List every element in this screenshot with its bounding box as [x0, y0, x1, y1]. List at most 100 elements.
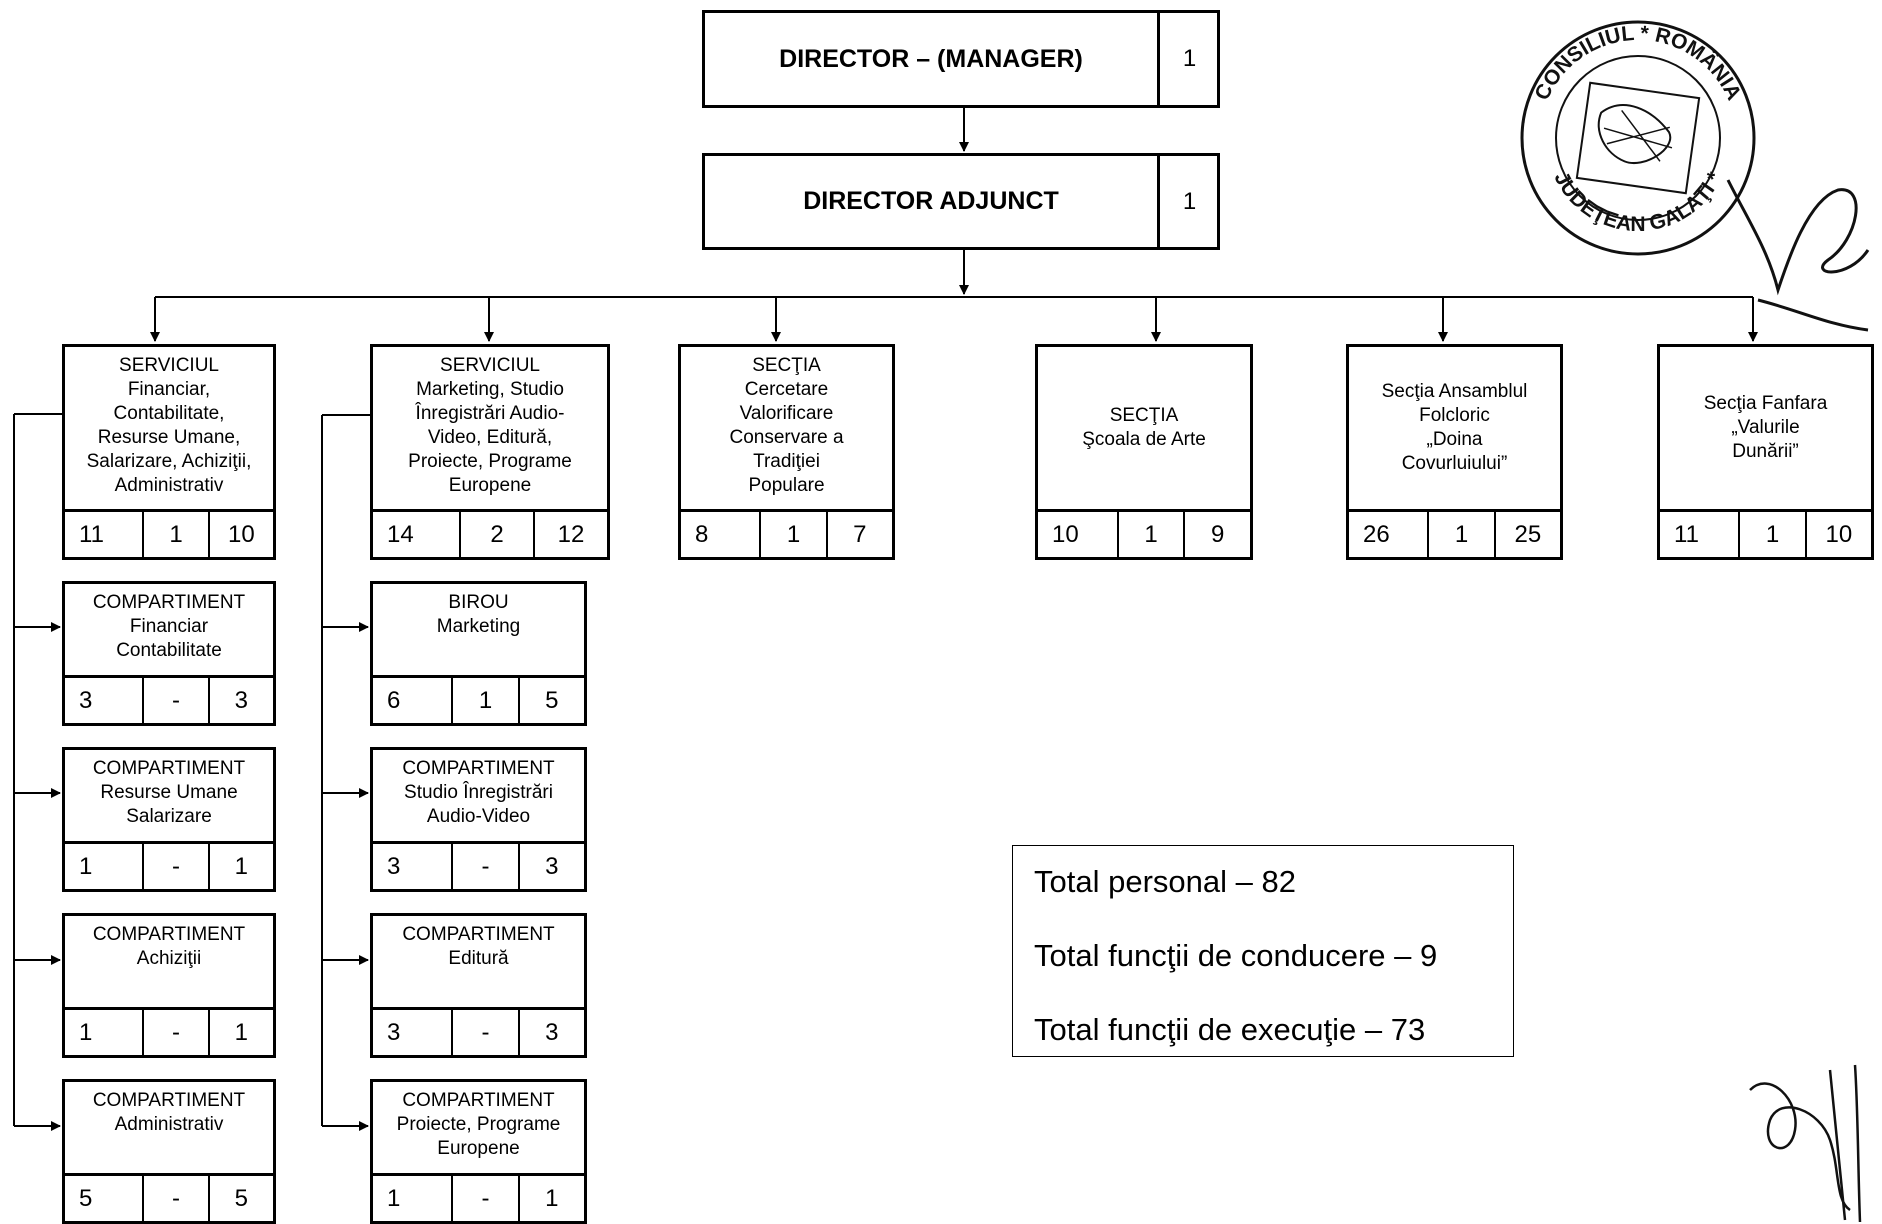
unit-title-line: Înregistrări Audio-: [415, 403, 565, 424]
count-leadership: -: [451, 1010, 517, 1055]
unit-counts: 1-1: [373, 1176, 584, 1221]
count-execution: 10: [1804, 512, 1871, 557]
totals-box: Total personal – 82 Total funcţii de con…: [1012, 845, 1514, 1057]
signature-bottom: [1749, 1064, 1862, 1223]
count-total: 11: [79, 520, 104, 548]
count-total: 1: [79, 1018, 93, 1046]
unit-counts: 3-3: [373, 1010, 584, 1055]
count-leadership: -: [142, 844, 207, 889]
unit-title-line: Financiar,: [127, 379, 211, 400]
count-leadership: -: [451, 844, 517, 889]
official-seal-stamp: CONSILIUL * ROMÂNIA JUDEŢEAN GALAŢI *: [1520, 20, 1756, 256]
count-execution: 7: [825, 512, 892, 557]
unit-title-line: BIROU: [448, 592, 509, 613]
count-leadership: 1: [142, 512, 207, 557]
unit-title-line: Achiziţii: [136, 948, 202, 969]
unit-title-line: Contabilitate: [116, 640, 222, 661]
count-execution: 9: [1183, 512, 1250, 557]
unit-title-line: Dunării”: [1732, 441, 1799, 462]
unit-title-line: Cercetare: [744, 379, 829, 400]
director-count: 1: [1182, 45, 1197, 72]
unit-title-line: COMPARTIMENT: [402, 1090, 555, 1111]
unit-serviciul-financiar: SERVICIUL Financiar, Contabilitate, Resurse…: [62, 344, 276, 560]
count-leadership: 1: [759, 512, 825, 557]
unit-title-line: Contabilitate,: [113, 403, 225, 424]
count-leadership: 1: [1116, 512, 1184, 557]
total-executie: Total funcţii de execuţie – 73: [1034, 1012, 1426, 1047]
unit-title-line: Video, Editură,: [427, 427, 553, 448]
unit-title: BIROU Marketing: [373, 584, 584, 678]
unit-title-line: Secţia Ansamblul: [1381, 381, 1528, 402]
count-execution: 3: [517, 844, 584, 889]
unit-title-line: Resurse Umane: [100, 782, 238, 803]
count-total: 11: [1674, 520, 1699, 548]
unit-title-line: COMPARTIMENT: [402, 924, 555, 945]
count-total: 3: [387, 852, 401, 880]
unit-title-line: SECŢIA: [752, 355, 821, 376]
unit-title-line: COMPARTIMENT: [92, 1090, 246, 1111]
unit-title-line: Resurse Umane,: [97, 427, 241, 448]
unit-title-line: Proiecte, Programe: [396, 1114, 561, 1135]
unit-title-line: Marketing, Studio: [416, 379, 564, 400]
unit-title-line: „Doina: [1426, 429, 1483, 450]
count-execution: 5: [207, 1176, 273, 1221]
deputy-director-label: DIRECTOR ADJUNCT: [705, 156, 1160, 247]
unit-title: COMPARTIMENT Editură: [373, 916, 584, 1010]
unit-title-line: Salarizare: [126, 806, 212, 827]
count-leadership: -: [451, 1176, 517, 1221]
deputy-director-count: 1: [1182, 187, 1197, 215]
unit-title-line: Europene: [437, 1138, 520, 1159]
director-label: DIRECTOR – (MANAGER): [705, 13, 1160, 105]
count-leadership: 1: [1427, 512, 1493, 557]
count-leadership: -: [142, 678, 207, 723]
count-total: 8: [695, 520, 709, 548]
unit-title-line: SERVICIUL: [119, 355, 219, 376]
count-total: 1: [387, 1184, 401, 1212]
unit-title-line: Proiecte, Programe: [408, 451, 572, 472]
unit-title-line: Europene: [448, 475, 532, 496]
unit-title-line: Editură: [448, 948, 509, 969]
count-execution: 25: [1493, 512, 1560, 557]
unit-counts: 3-3: [65, 678, 273, 723]
sub-unit-right: COMPARTIMENT Editură 3-3: [370, 913, 587, 1058]
count-execution: 5: [517, 678, 584, 723]
unit-title-line: SERVICIUL: [440, 355, 540, 376]
unit-title-line: SECŢIA: [1109, 405, 1179, 426]
unit-title-line: Marketing: [436, 616, 521, 637]
svg-text:CONSILIUL * ROMÂNIA: CONSILIUL * ROMÂNIA: [1531, 22, 1746, 104]
count-total: 26: [1363, 520, 1390, 548]
count-leadership: 1: [1738, 512, 1804, 557]
count-total: 14: [387, 520, 414, 548]
unit-title-line: Valorificare: [739, 403, 834, 424]
count-execution: 10: [207, 512, 273, 557]
count-execution: 1: [207, 844, 273, 889]
unit-title-line: COMPARTIMENT: [92, 592, 246, 613]
unit-counts: 5-5: [65, 1176, 273, 1221]
count-leadership: 1: [451, 678, 517, 723]
seal-top-text: CONSILIUL * ROMÂNIA: [1531, 22, 1746, 104]
unit-title-line: Covurluiului”: [1401, 453, 1508, 474]
unit-title-line: Tradiţiei: [753, 451, 820, 472]
